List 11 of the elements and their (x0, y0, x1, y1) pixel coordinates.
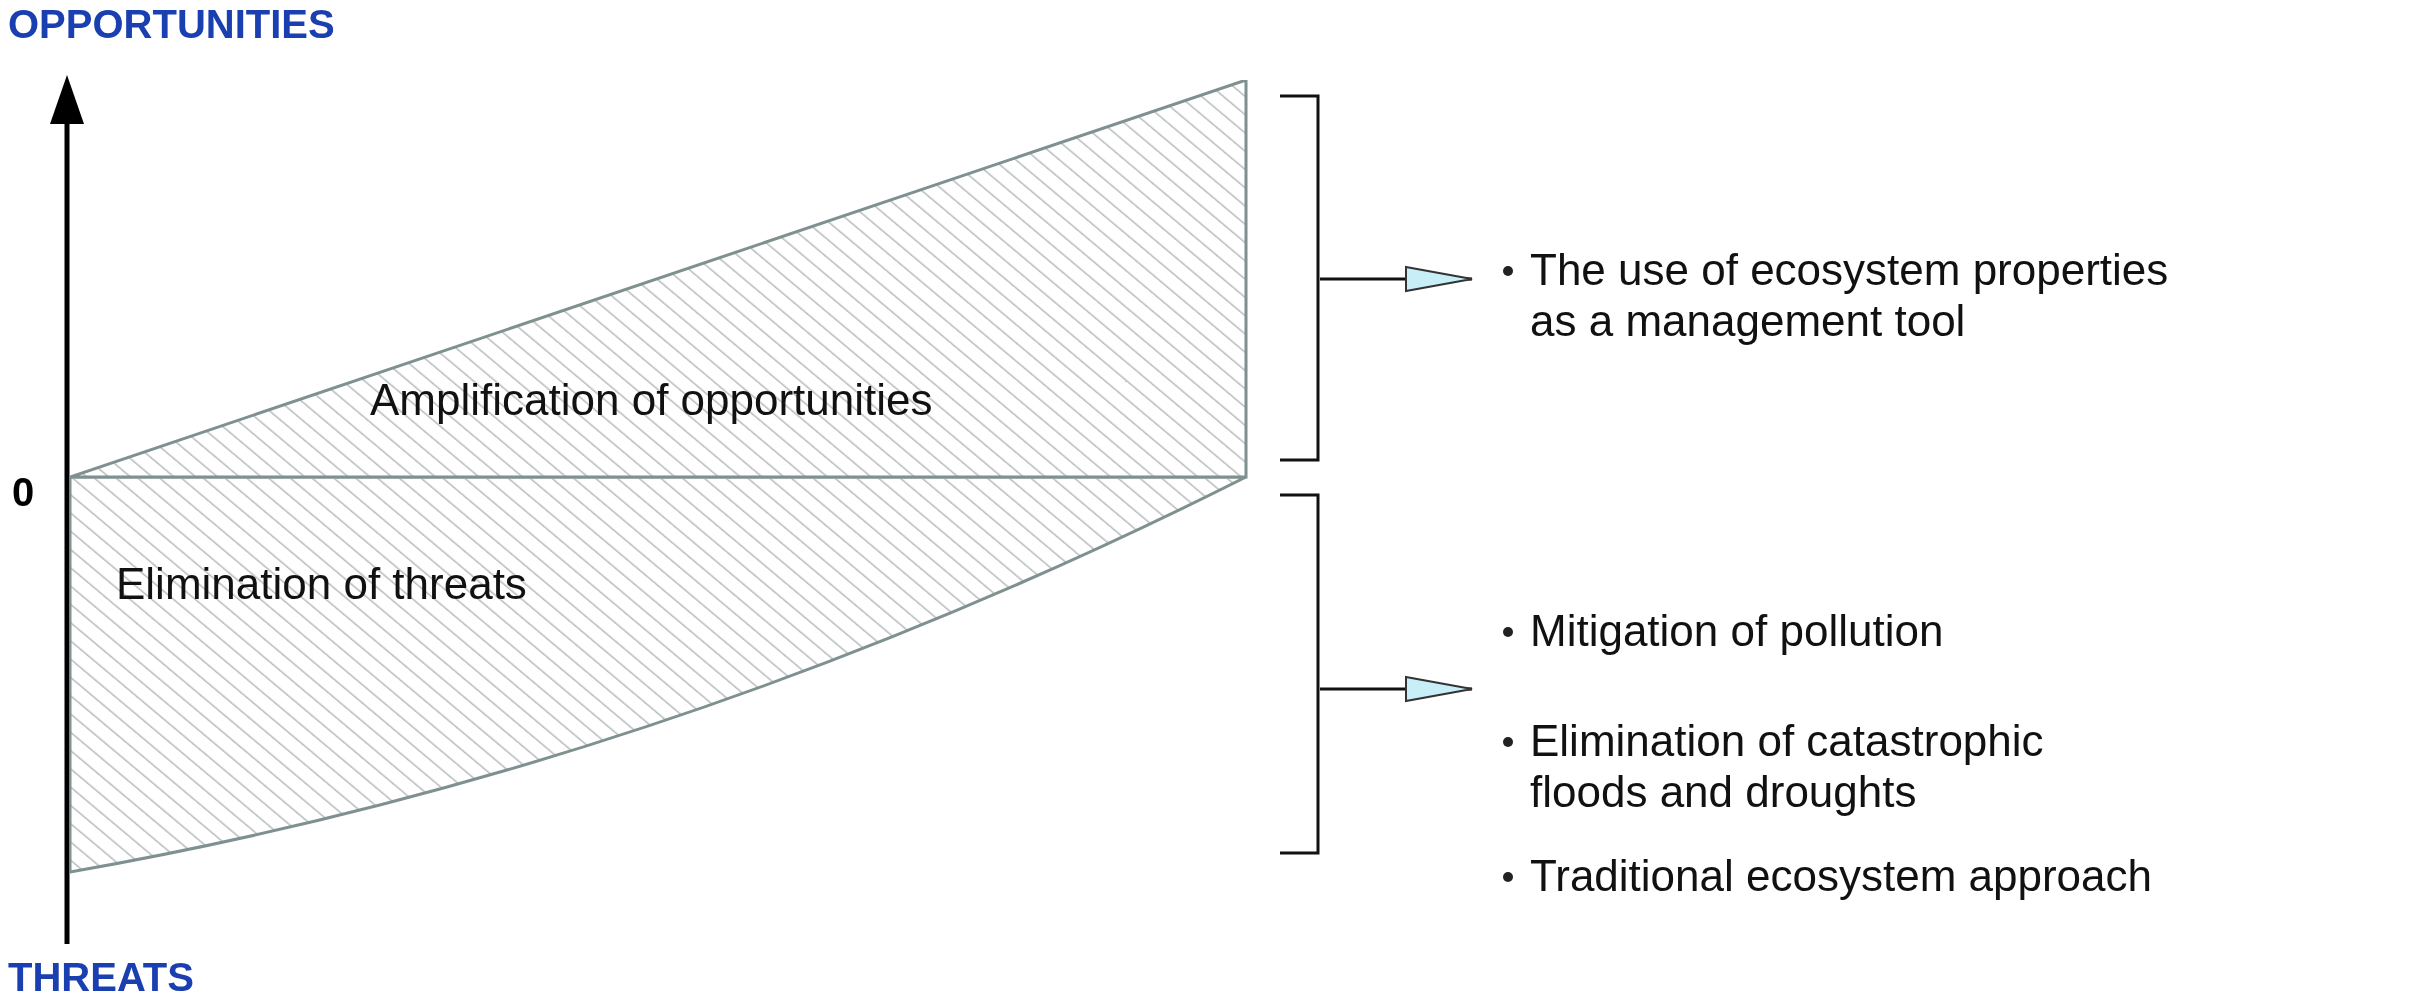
bullet-text: Elimination of catastrophic floods and droughts (1530, 716, 2045, 818)
bullet-text: The use of ecosystem properties as a management tool (1530, 245, 2170, 347)
axis-label: THREATS (8, 955, 194, 997)
region-label: Amplification of opportunities (370, 375, 933, 426)
axis-tick-label: 0 (12, 470, 35, 515)
arrow (1320, 676, 1473, 702)
bullet-text: Traditional ecosystem approach (1530, 851, 2153, 902)
arrow (1320, 266, 1473, 292)
axis-label: OPPORTUNITIES (8, 2, 335, 47)
region-label: Elimination of threats (116, 559, 527, 610)
bullet-text: Mitigation of pollution (1530, 606, 1945, 657)
